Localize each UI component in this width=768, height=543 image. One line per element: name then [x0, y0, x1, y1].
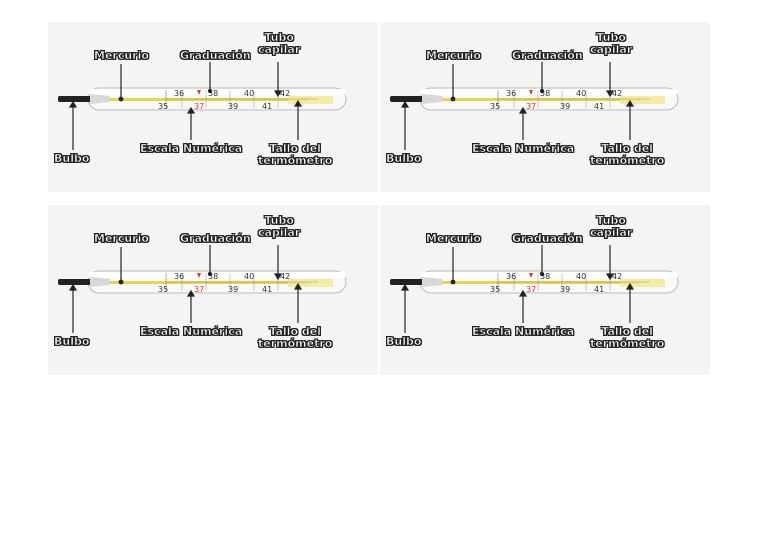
label-escala-numerica: Escala Numérica — [472, 325, 575, 338]
scale-number-bottom-3: 39 — [228, 102, 238, 111]
label-bulbo: Bulbo — [386, 335, 422, 348]
label-tubo-line1: Tubo — [596, 214, 626, 227]
label-graduacion: Graduación — [512, 49, 583, 62]
scale-number-bottom-2: 37 — [526, 102, 536, 111]
scale-number-top-2: 38 — [540, 272, 550, 281]
label-tubo-capilar: Tubo capilar — [258, 31, 301, 56]
scale-number-bottom-4: 41 — [594, 102, 604, 111]
scale-number-top-1: 36 — [174, 89, 184, 98]
scale-number-bottom-1: 35 — [490, 102, 500, 111]
thermometer-illustration: 36 38 40 42 35 37 39 41 — [58, 62, 347, 150]
label-tallo-termometro: Tallo del termómetro — [258, 142, 333, 167]
label-tubo-line1: Tubo — [596, 31, 626, 44]
label-graduacion: Graduación — [512, 232, 583, 245]
mercury-column — [110, 98, 308, 101]
scale-number-top-2: 38 — [540, 89, 550, 98]
thermometer-illustration: 36 38 40 42 35 37 39 41 — [390, 245, 679, 333]
scale-number-top-3: 40 — [576, 272, 586, 281]
scale-number-top-1: 36 — [506, 89, 516, 98]
label-tubo-capilar: Tubo capilar — [590, 31, 633, 56]
red-marker-icon — [529, 90, 533, 95]
label-bulbo: Bulbo — [386, 152, 422, 165]
red-marker-icon — [529, 273, 533, 278]
label-tallo-line1: Tallo del — [269, 325, 321, 338]
pointer-lines — [68, 245, 303, 333]
label-tubo-line2: capilar — [258, 43, 301, 56]
label-tallo-line2: termómetro — [258, 154, 333, 167]
bulb-shape — [58, 279, 92, 285]
scale-number-bottom-2: 37 — [194, 102, 204, 111]
label-graduacion: Graduación — [180, 232, 251, 245]
thermometer-diagram-3: 36 38 40 42 35 37 39 41 Mercurio Graduac… — [48, 205, 378, 375]
pointer-lines — [400, 62, 635, 150]
label-tallo-line2: termómetro — [258, 337, 333, 350]
scale-number-top-2: 38 — [208, 89, 218, 98]
scale-number-top-3: 40 — [244, 89, 254, 98]
label-tubo-line1: Tubo — [264, 31, 294, 44]
label-tubo-capilar: Tubo capilar — [590, 214, 633, 239]
label-tallo-line1: Tallo del — [601, 325, 653, 338]
label-tallo-termometro: Tallo del termómetro — [590, 142, 665, 167]
thermometer-diagram-2: 36 38 40 42 35 37 39 41 Mercurio Graduac… — [380, 22, 710, 192]
mercury-column — [442, 281, 640, 284]
scale-number-bottom-3: 39 — [228, 285, 238, 294]
scale-number-top-4: 42 — [280, 89, 290, 98]
label-tallo-line1: Tallo del — [269, 142, 321, 155]
mercury-column — [442, 98, 640, 101]
scale-number-top-4: 42 — [280, 272, 290, 281]
red-marker-icon — [197, 273, 201, 278]
label-graduacion: Graduación — [180, 49, 251, 62]
scale-number-bottom-4: 41 — [594, 285, 604, 294]
mercury-column — [110, 281, 308, 284]
scale-number-top-1: 36 — [506, 272, 516, 281]
scale-number-bottom-4: 41 — [262, 102, 272, 111]
scale-number-top-3: 40 — [244, 272, 254, 281]
scale-number-top-1: 36 — [174, 272, 184, 281]
scale-number-top-3: 40 — [576, 89, 586, 98]
label-escala-numerica: Escala Numérica — [472, 142, 575, 155]
scale-number-bottom-3: 39 — [560, 285, 570, 294]
label-mercurio: Mercurio — [426, 49, 482, 62]
pointer-lines — [400, 245, 635, 333]
label-tubo-capilar: Tubo capilar — [258, 214, 301, 239]
thermometer-diagram-1: 36 38 40 42 35 37 39 41 Mercurio Graduac… — [48, 22, 378, 192]
label-tubo-line2: capilar — [590, 226, 633, 239]
scale-number-top-4: 42 — [612, 89, 622, 98]
scale-number-top-2: 38 — [208, 272, 218, 281]
label-escala-numerica: Escala Numérica — [140, 325, 243, 338]
label-tallo-line2: termómetro — [590, 154, 665, 167]
label-mercurio: Mercurio — [426, 232, 482, 245]
label-tubo-line1: Tubo — [264, 214, 294, 227]
thermometer-diagram-4: 36 38 40 42 35 37 39 41 Mercurio Graduac… — [380, 205, 710, 375]
label-mercurio: Mercurio — [94, 232, 150, 245]
label-tallo-line2: termómetro — [590, 337, 665, 350]
label-tallo-line1: Tallo del — [601, 142, 653, 155]
label-bulbo: Bulbo — [54, 335, 90, 348]
label-tallo-termometro: Tallo del termómetro — [590, 325, 665, 350]
scale-number-bottom-4: 41 — [262, 285, 272, 294]
scale-number-bottom-1: 35 — [490, 285, 500, 294]
label-tubo-line2: capilar — [590, 43, 633, 56]
bulb-shape — [58, 96, 92, 102]
scale-number-bottom-1: 35 — [158, 285, 168, 294]
label-tallo-termometro: Tallo del termómetro — [258, 325, 333, 350]
scale-number-bottom-1: 35 — [158, 102, 168, 111]
label-escala-numerica: Escala Numérica — [140, 142, 243, 155]
thermometer-illustration: 36 38 40 42 35 37 39 41 — [390, 62, 679, 150]
label-bulbo: Bulbo — [54, 152, 90, 165]
label-mercurio: Mercurio — [94, 49, 150, 62]
scale-number-bottom-3: 39 — [560, 102, 570, 111]
scale-number-bottom-2: 37 — [526, 285, 536, 294]
scale-number-top-4: 42 — [612, 272, 622, 281]
scale-number-bottom-2: 37 — [194, 285, 204, 294]
thermometer-illustration: 36 38 40 42 35 37 39 41 — [58, 245, 347, 333]
red-marker-icon — [197, 90, 201, 95]
bulb-shape — [390, 96, 424, 102]
label-tubo-line2: capilar — [258, 226, 301, 239]
pointer-lines — [68, 62, 303, 150]
bulb-shape — [390, 279, 424, 285]
